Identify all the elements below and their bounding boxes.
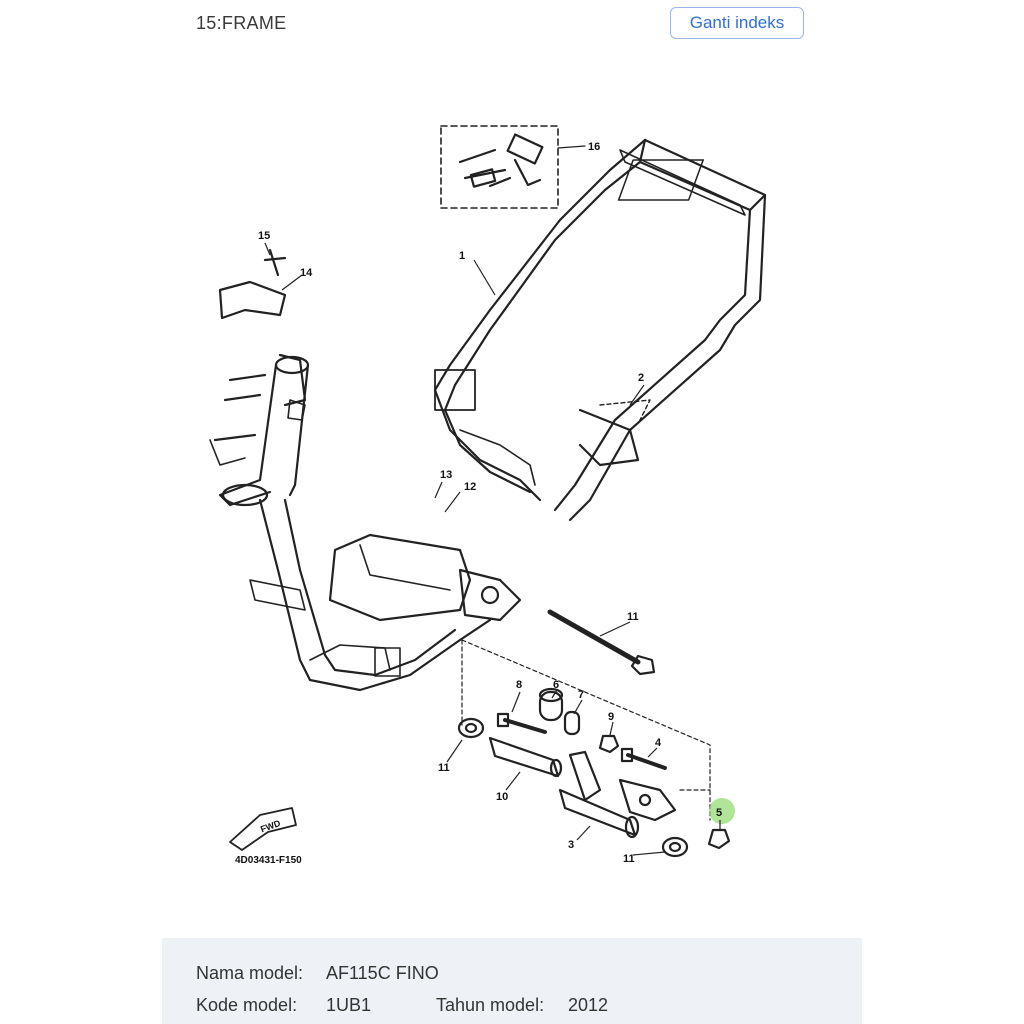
callout-7: 7 <box>578 689 584 701</box>
callout-9: 9 <box>608 711 614 723</box>
callout-3: 3 <box>568 839 574 851</box>
callout-11-left: 11 <box>438 762 450 774</box>
model-code-value: 1UB1 <box>326 995 372 1015</box>
callout-2: 2 <box>638 372 644 384</box>
page-title: 15:FRAME <box>196 13 287 33</box>
model-year-label: Tahun model: <box>436 995 545 1015</box>
callout-11-right: 11 <box>623 853 635 865</box>
callout-13: 12 <box>464 481 476 493</box>
model-name-value: AF115C FINO <box>326 963 439 983</box>
model-year-value: 2012 <box>568 995 609 1015</box>
callout-1: 1 <box>459 250 465 262</box>
callout-12: 11 <box>627 611 639 623</box>
change-index-button[interactable]: Ganti indeks <box>670 7 804 39</box>
model-name-label: Nama model: <box>196 963 304 983</box>
callout-10: 10 <box>496 791 508 803</box>
callout-16: 15 <box>258 230 270 242</box>
callout-5: 5 <box>716 807 722 819</box>
callout-15: 14 <box>300 267 313 279</box>
callout-17: 16 <box>588 141 600 153</box>
callout-14: 13 <box>440 469 452 481</box>
callout-4: 4 <box>655 737 662 749</box>
callout-8: 8 <box>516 679 522 691</box>
model-info-panel: Nama model: AF115C FINO Kode model: 1UB1… <box>162 938 862 1024</box>
callout-6: 6 <box>553 679 559 691</box>
highlight-marker <box>709 798 735 824</box>
model-code-label: Kode model: <box>196 995 298 1015</box>
frame-parts-diagram: 16 15 14 1 2 13 12 11 8 6 7 9 4 5 10 11 … <box>209 125 767 866</box>
diagram-code: 4D03431-F150 <box>235 855 302 866</box>
